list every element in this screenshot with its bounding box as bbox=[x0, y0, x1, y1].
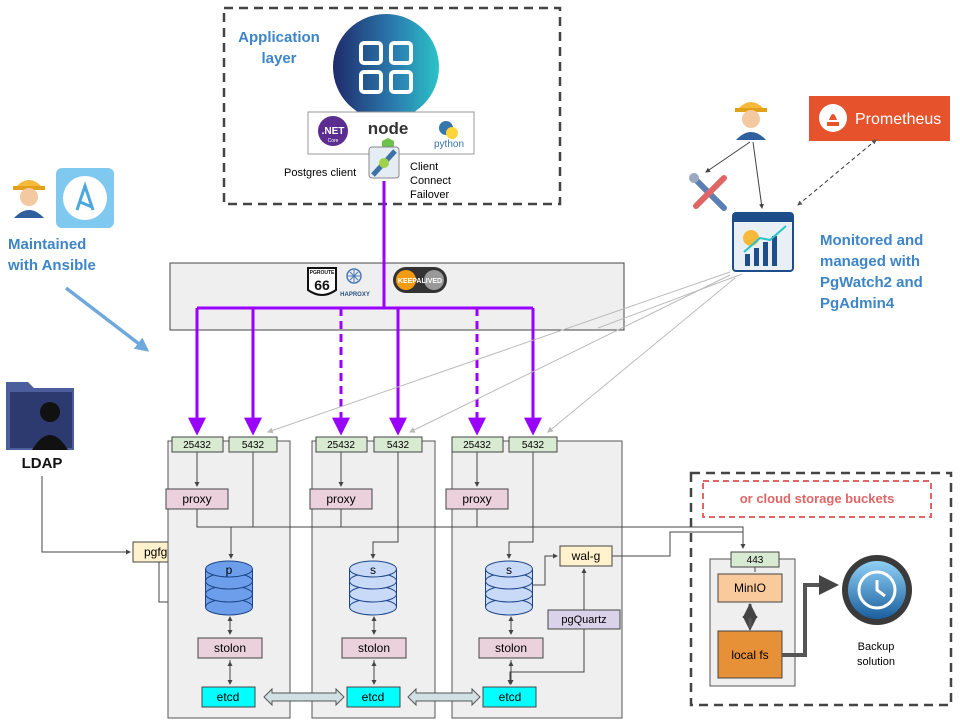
node3-db-standby: s bbox=[485, 560, 533, 616]
node2-port-a: 25432 bbox=[327, 440, 355, 451]
etcd-cluster-link bbox=[263, 687, 481, 707]
minio-box: MinIO bbox=[734, 581, 766, 595]
svg-text:pgfga: pgfga bbox=[144, 545, 174, 559]
ldap-folder-icon bbox=[6, 382, 74, 450]
localfs-box: local fs bbox=[731, 648, 768, 662]
svg-text:p: p bbox=[226, 563, 233, 577]
pgroute66-icon: PGROUTE 66 bbox=[307, 267, 337, 296]
ansible-label-2: with Ansible bbox=[7, 257, 96, 274]
failover-label-1: Client bbox=[410, 161, 438, 173]
monitoring-label-3: PgWatch2 and bbox=[820, 274, 923, 291]
svg-text:s: s bbox=[506, 563, 512, 577]
backup-section: or cloud storage buckets 443 MinIO local… bbox=[689, 471, 953, 707]
client-connections bbox=[188, 181, 542, 436]
node1-proxy: proxy bbox=[182, 492, 211, 506]
backup-clock-icon bbox=[842, 555, 912, 625]
ansible-section: Maintained with Ansible bbox=[7, 168, 150, 352]
prometheus-label: Prometheus bbox=[855, 111, 941, 128]
node2-etcd: etcd bbox=[362, 690, 385, 704]
tools-icon bbox=[689, 173, 727, 211]
engineer-icon bbox=[13, 180, 45, 218]
failover-label-3: Failover bbox=[410, 189, 449, 201]
monitoring-label-4: PgAdmin4 bbox=[820, 295, 895, 312]
load-balancer: PGROUTE 66 HAPROXY KEEPALIVED bbox=[169, 262, 625, 331]
monitoring-label-1: Monitored and bbox=[820, 232, 923, 249]
python-icon: python bbox=[434, 121, 464, 150]
app-grid-icon bbox=[333, 14, 439, 120]
ldap-label: LDAP bbox=[22, 455, 63, 472]
runtime-logos: .NET Core node python bbox=[307, 111, 475, 155]
backup-solution-label-2: solution bbox=[857, 656, 895, 668]
ansible-icon bbox=[56, 168, 114, 228]
node3-port-a: 25432 bbox=[463, 440, 491, 451]
admin-engineer-icon bbox=[735, 102, 767, 140]
ldap-section: LDAP bbox=[6, 382, 131, 555]
svg-text:HAPROXY: HAPROXY bbox=[340, 292, 370, 298]
node2-stolon: stolon bbox=[358, 641, 390, 655]
node2-db-standby: s bbox=[349, 560, 397, 616]
svg-text:KEEPALIVED: KEEPALIVED bbox=[398, 278, 442, 285]
node1-db-primary: p bbox=[205, 560, 253, 616]
app-layer-title-1: Application bbox=[238, 29, 320, 46]
keepalived-icon: KEEPALIVED bbox=[393, 267, 447, 293]
node3-proxy: proxy bbox=[462, 492, 491, 506]
node2-proxy: proxy bbox=[326, 492, 355, 506]
monitoring-section: Prometheus Monitored and managed with Pg… bbox=[689, 96, 950, 312]
cloud-storage-label: or cloud storage buckets bbox=[740, 491, 895, 506]
ansible-label-1: Maintained bbox=[8, 236, 86, 253]
node3-port-b: 5432 bbox=[522, 440, 545, 451]
postgres-client-label: Postgres client bbox=[284, 167, 356, 179]
application-layer: Application layer .NET Core node bbox=[222, 6, 562, 206]
plug-icon bbox=[368, 146, 400, 179]
node-internal-links bbox=[194, 452, 746, 685]
prometheus-logo: Prometheus bbox=[809, 96, 950, 141]
node3-stolon: stolon bbox=[495, 641, 527, 655]
svg-text:66: 66 bbox=[314, 277, 330, 293]
monitoring-connections bbox=[266, 271, 743, 434]
node-2: 25432 5432 proxy s stolon etcd bbox=[309, 436, 436, 719]
node1-port-a: 25432 bbox=[183, 440, 211, 451]
svg-text:s: s bbox=[370, 563, 376, 577]
dotnet-icon: .NET Core bbox=[318, 116, 348, 146]
ansible-arrow bbox=[64, 286, 150, 352]
node1-etcd: etcd bbox=[217, 690, 240, 704]
backup-port: 443 bbox=[747, 555, 764, 566]
svg-text:.NET: .NET bbox=[322, 126, 345, 137]
haproxy-icon: HAPROXY bbox=[340, 268, 370, 298]
svg-text:python: python bbox=[434, 139, 464, 150]
node-3: 25432 5432 proxy s stolon etcd wal-g pgQ… bbox=[445, 436, 623, 719]
failover-label-2: Connect bbox=[410, 175, 451, 187]
node1-port-b: 5432 bbox=[242, 440, 265, 451]
svg-text:Core: Core bbox=[328, 138, 339, 144]
backup-solution-label-1: Backup bbox=[858, 641, 895, 653]
node3-pgquartz: pgQuartz bbox=[561, 614, 606, 626]
svg-text:PGROUTE: PGROUTE bbox=[310, 270, 335, 276]
svg-text:node: node bbox=[368, 119, 409, 138]
node3-walg: wal-g bbox=[571, 549, 601, 563]
node2-port-b: 5432 bbox=[387, 440, 410, 451]
node1-stolon: stolon bbox=[214, 641, 246, 655]
app-layer-title-2: layer bbox=[261, 50, 296, 67]
node3-etcd: etcd bbox=[499, 690, 522, 704]
monitoring-label-2: managed with bbox=[820, 253, 920, 270]
dashboard-icon bbox=[732, 212, 794, 272]
node-1: 25432 5432 proxy p stolon etcd bbox=[165, 436, 291, 719]
